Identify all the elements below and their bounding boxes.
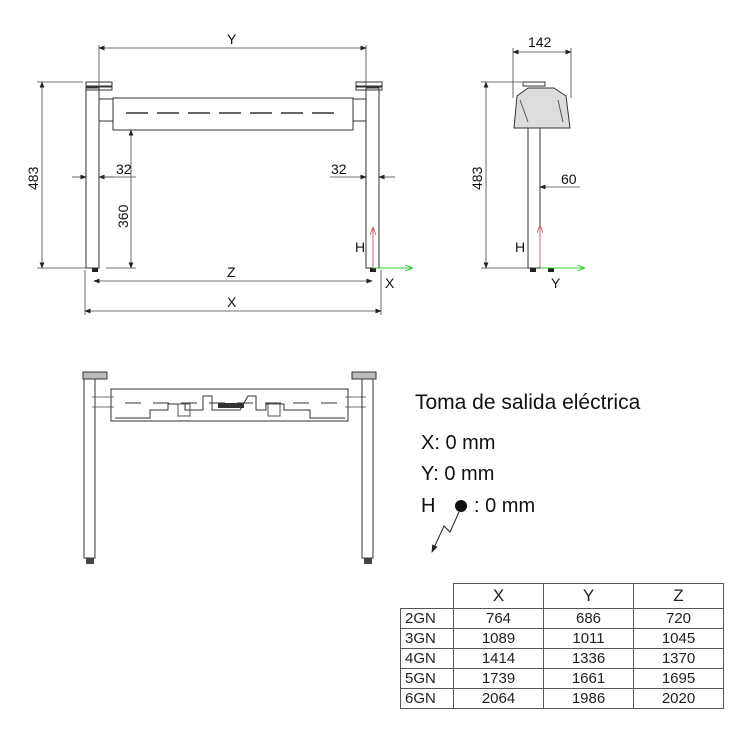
outlet-y-value: Y: 0 mm: [421, 463, 494, 485]
outlet-x-value: X: 0 mm: [421, 432, 495, 454]
side-leg: [527, 127, 541, 269]
outlet-arrow-icon: [431, 511, 460, 553]
header-y: Y: [543, 583, 634, 609]
outlet-h-label: H: [421, 495, 435, 517]
axis-x-label: X: [385, 275, 395, 291]
outlet-h-value: : 0 mm: [474, 495, 535, 517]
dim-width-label: 142: [528, 34, 552, 50]
dim-leg-right-label: 32: [331, 161, 347, 177]
side-head: [513, 87, 571, 129]
table-header-row: X Y Z: [401, 583, 724, 609]
side-view: 142 483 60 H Y: [469, 34, 584, 291]
dim-leg-left-label: 32: [116, 161, 132, 177]
axis-h-label: H: [355, 239, 365, 255]
left-leg: [85, 87, 100, 269]
side-dim-height-label: 483: [469, 166, 485, 190]
dim-height-label: 483: [25, 166, 41, 190]
section-view: [82, 371, 377, 564]
front-view: Y 483 360 32 32 Z X H X: [25, 31, 412, 315]
dim-leg-label: 60: [561, 171, 577, 187]
axis-y-label: Y: [551, 275, 561, 291]
dim-y-label: Y: [227, 31, 237, 47]
dim-shelf-height-label: 360: [115, 204, 131, 228]
header-x: X: [453, 583, 544, 609]
dim-z-label: Z: [227, 264, 236, 280]
header-z: Z: [633, 583, 724, 609]
side-axis-h-label: H: [515, 239, 525, 255]
outlet-point-icon: [455, 500, 467, 512]
shelf-body: [112, 97, 354, 131]
dim-x-label: X: [227, 294, 237, 310]
outlet-title: Toma de salida eléctrica: [415, 391, 641, 414]
